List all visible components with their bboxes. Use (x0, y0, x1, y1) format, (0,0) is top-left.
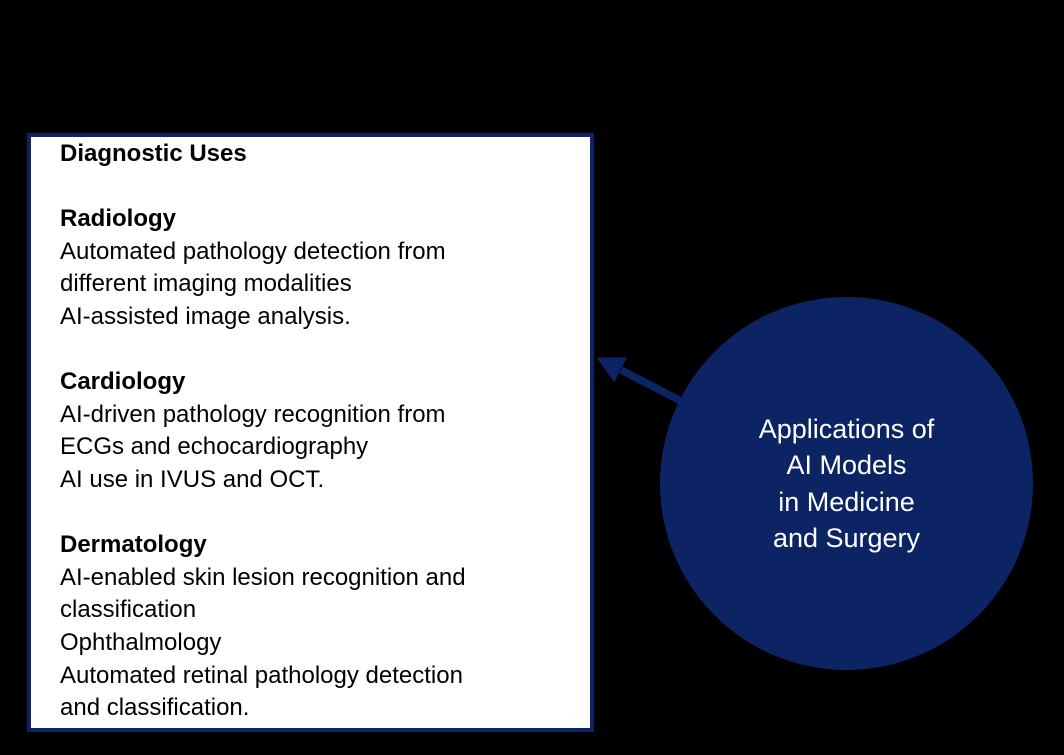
circle-line-2: AI Models (786, 450, 907, 480)
dermatology-line-2: classification (60, 596, 197, 624)
box-title: Diagnostic Uses (60, 140, 247, 167)
diagnostic-uses-textbox: Diagnostic Uses Radiology Automated path… (27, 133, 594, 732)
spacer (60, 334, 580, 367)
radiology-line-1: Automated pathology detection from (60, 237, 446, 265)
dermatology-heading: Dermatology (60, 531, 207, 559)
circle-line-3: in Medicine (778, 486, 915, 517)
spacer (60, 171, 580, 204)
dermatology-line-3: Ophthalmology (60, 628, 222, 656)
spacer (60, 497, 580, 530)
radiology-line-2: different imaging modalities (60, 270, 352, 298)
cardiology-line-3: AI use in IVUS and OCT. (60, 465, 325, 493)
dermatology-line-5: and classification. (60, 694, 250, 722)
dermatology-line-1: AI-enabled skin lesion recognition and (60, 563, 466, 591)
cardiology-line-1: AI-driven pathology recognition from (60, 400, 446, 428)
arrow-line (619, 366, 683, 405)
arrow-head-icon (596, 357, 627, 383)
radiology-heading: Radiology (60, 205, 177, 233)
cardiology-heading: Cardiology (60, 368, 186, 396)
cardiology-line-2: ECGs and echocardiography (60, 433, 369, 461)
radiology-line-3: AI-assisted image analysis. (60, 302, 351, 330)
dermatology-line-4: Automated retinal pathology detection (60, 661, 463, 689)
circle-line-4: and Surgery (772, 523, 921, 553)
circle-line-1: Applications of (758, 413, 935, 444)
applications-circle: Applications of AI Models in Medicine an… (660, 297, 1033, 670)
